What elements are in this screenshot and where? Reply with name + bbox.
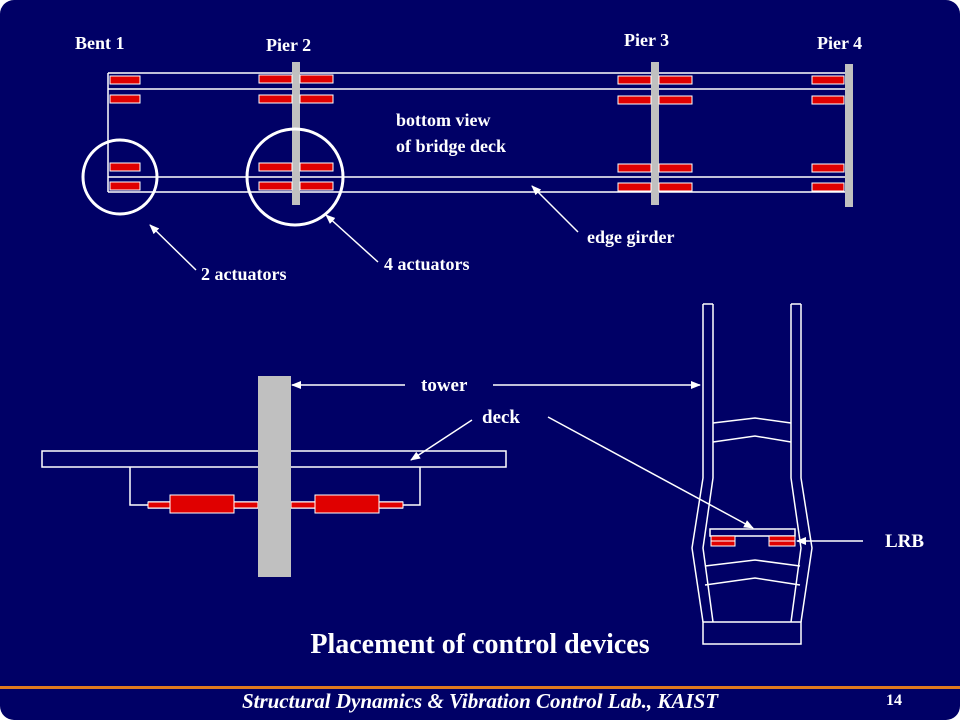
circle-bent-1 — [81, 138, 159, 216]
label-bottom-view-line1: bottom view — [396, 110, 490, 130]
actuator — [258, 74, 293, 84]
actuator — [299, 74, 334, 84]
label-bottom-view-line2: of bridge deck — [396, 136, 506, 156]
label-2-actuators: 2 actuators — [201, 264, 286, 284]
arrow-deck-left — [410, 419, 473, 461]
actuator — [299, 94, 334, 104]
slide-title: Placement of control devices — [310, 629, 650, 660]
piers — [292, 62, 853, 207]
actuator — [617, 95, 652, 105]
label-4-actuators: 4 actuators — [384, 254, 469, 274]
actuator-rod — [378, 501, 404, 509]
actuators-plan — [109, 74, 845, 192]
tower-footing — [702, 621, 802, 645]
lower-crossbeam-top — [704, 559, 801, 567]
tower-left-outer — [691, 304, 704, 623]
bottom-arrows — [291, 381, 863, 545]
actuator — [258, 162, 293, 172]
actuator — [617, 75, 652, 85]
actuator — [109, 181, 141, 191]
page-number: 14 — [886, 692, 902, 709]
actuator — [109, 75, 141, 85]
arrow-deck-right — [547, 416, 754, 529]
tower-elevation — [258, 376, 291, 577]
label-lrb: LRB — [885, 531, 924, 552]
top-arrows — [149, 185, 579, 271]
footer-rule — [0, 686, 960, 689]
actuator-rod — [233, 501, 259, 509]
actuator — [258, 181, 293, 191]
pier-2-bar — [292, 62, 300, 205]
deck-girder-right — [403, 467, 421, 506]
pier-4-bar — [845, 64, 853, 207]
arrow-4-actuators — [325, 214, 379, 263]
arrow-2-actuators — [149, 224, 197, 271]
arrow-edge-girder — [531, 185, 579, 233]
highlight-circles — [81, 127, 345, 227]
upper-crossbeam-bottom — [712, 435, 792, 443]
label-pier-4: Pier 4 — [817, 33, 862, 53]
actuator — [811, 182, 845, 192]
label-bent-1: Bent 1 — [75, 33, 125, 53]
label-pier-2: Pier 2 — [266, 35, 311, 55]
actuator — [658, 75, 693, 85]
actuator — [617, 182, 652, 192]
label-edge-girder: edge girder — [587, 227, 674, 247]
tower-left-inner — [702, 304, 714, 623]
actuator — [109, 162, 141, 172]
footer-lab-name: Structural Dynamics & Vibration Control … — [241, 689, 719, 713]
tower-section — [691, 303, 813, 645]
tower-right-outer — [800, 304, 813, 623]
actuator-rod — [290, 501, 316, 509]
upper-crossbeam-top — [712, 417, 792, 424]
lrb-bearings — [710, 535, 796, 547]
lrb-deck-beam — [709, 528, 796, 537]
actuator — [658, 182, 693, 192]
label-deck: deck — [482, 407, 520, 428]
actuator-rod — [147, 501, 171, 509]
actuator — [811, 95, 845, 105]
label-pier-3: Pier 3 — [624, 30, 669, 50]
actuator — [109, 94, 141, 104]
actuator — [299, 181, 334, 191]
actuator — [658, 95, 693, 105]
tower-right-inner — [790, 304, 802, 623]
lower-crossbeam-bottom — [704, 577, 801, 586]
circle-pier-2 — [245, 127, 345, 227]
actuators-elevation — [147, 494, 404, 514]
actuator — [258, 94, 293, 104]
actuator — [811, 163, 845, 173]
label-tower: tower — [421, 375, 468, 396]
actuator — [299, 162, 334, 172]
actuator — [811, 75, 845, 85]
actuator — [658, 163, 693, 173]
actuator-body — [169, 494, 235, 514]
bridge-deck-plan — [107, 72, 850, 193]
actuator — [617, 163, 652, 173]
pier-3-bar — [651, 62, 659, 205]
deck-girder-left — [129, 467, 148, 506]
actuator-body — [314, 494, 380, 514]
